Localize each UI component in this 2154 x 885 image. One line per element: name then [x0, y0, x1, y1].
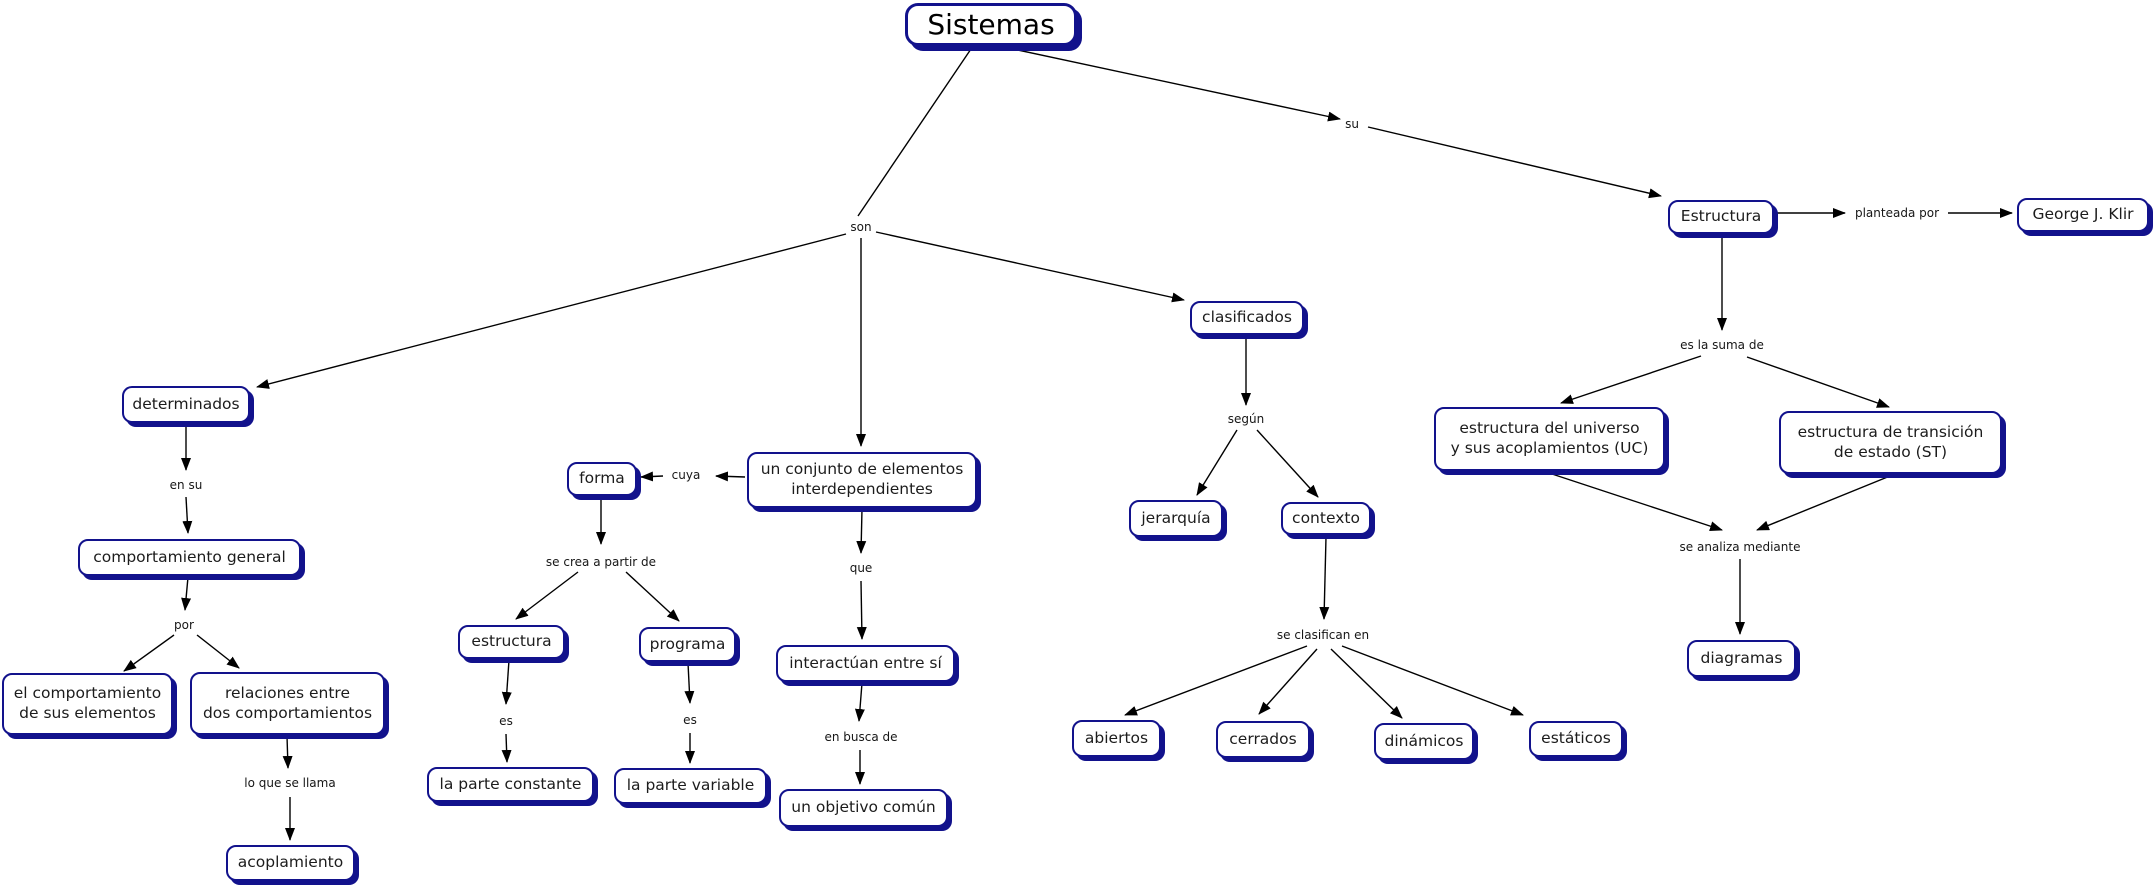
linking-phrase-por[interactable]: por — [171, 618, 197, 632]
node-sistemas[interactable]: Sistemas — [905, 3, 1077, 46]
node-george-klir[interactable]: George J. Klir — [2017, 198, 2149, 232]
linking-phrase-su[interactable]: su — [1342, 117, 1362, 131]
linking-phrase-que[interactable]: que — [846, 561, 876, 575]
concept-node-label: Estructura — [1680, 207, 1762, 226]
concept-node-label: George J. Klir — [2032, 205, 2134, 224]
linking-phrase-en-busca-de[interactable]: en busca de — [821, 730, 901, 744]
node-comportamiento-general[interactable]: comportamiento general — [78, 539, 301, 576]
linking-phrase-cuya[interactable]: cuya — [668, 468, 704, 482]
concept-node-label: acoplamiento — [237, 853, 344, 872]
concept-node-label: abiertos — [1084, 728, 1149, 747]
node-interactuan[interactable]: interactúan entre sí — [776, 645, 955, 682]
node-estructura-parte[interactable]: estructura — [458, 625, 565, 659]
linking-phrase-es-la-suma-de[interactable]: es la suma de — [1677, 338, 1767, 352]
node-estructura-uc[interactable]: estructura del universo y sus acoplamien… — [1434, 407, 1665, 471]
concept-node-label: Sistemas — [927, 7, 1055, 41]
concept-node-label: interactúan entre sí — [789, 653, 942, 672]
concept-node-label: estáticos — [1541, 729, 1611, 748]
concept-node-label: estructura de transición de estado (ST) — [1797, 422, 1984, 461]
concept-node-label: relaciones entre dos comportamientos — [202, 683, 373, 722]
concept-node-label: comportamiento general — [93, 547, 286, 566]
concept-node-label: un conjunto de elementos interdependient… — [760, 460, 964, 498]
node-cerrados[interactable]: cerrados — [1216, 721, 1310, 758]
concept-node-label: la parte constante — [439, 774, 582, 793]
linking-phrase-segun[interactable]: según — [1224, 412, 1268, 426]
linking-phrase-se-crea-a-partir-de[interactable]: se crea a partir de — [542, 555, 660, 569]
node-dinamicos[interactable]: dinámicos — [1374, 723, 1474, 760]
node-estructura-st[interactable]: estructura de transición de estado (ST) — [1779, 411, 2002, 474]
linking-phrase-lo-que-se-llama[interactable]: lo que se llama — [241, 776, 339, 790]
node-programa[interactable]: programa — [639, 627, 736, 662]
linking-phrase-se-analiza-mediante[interactable]: se analiza mediante — [1676, 540, 1804, 554]
linking-phrase-es-1[interactable]: es — [496, 714, 516, 728]
concept-node-label: clasificados — [1202, 308, 1292, 327]
linking-phrase-planteada-por[interactable]: planteada por — [1851, 206, 1943, 220]
node-parte-constante[interactable]: la parte constante — [427, 767, 594, 802]
concept-node-label: programa — [649, 634, 726, 653]
linking-phrase-son[interactable]: son — [847, 220, 875, 234]
concept-node-label: un objetivo común — [791, 798, 936, 817]
node-relaciones[interactable]: relaciones entre dos comportamientos — [190, 672, 385, 735]
edge-group — [123, 45, 2013, 841]
concept-node-label: jerarquía — [1141, 508, 1211, 527]
node-clasificados[interactable]: clasificados — [1190, 301, 1304, 335]
node-conjunto-elementos[interactable]: un conjunto de elementos interdependient… — [747, 452, 977, 508]
concept-node-label: contexto — [1292, 508, 1360, 527]
concept-node-label: diagramas — [1700, 648, 1783, 667]
node-determinados[interactable]: determinados — [122, 386, 250, 423]
node-estructura-main[interactable]: Estructura — [1668, 200, 1774, 234]
node-parte-variable[interactable]: la parte variable — [614, 768, 767, 804]
concept-node-label: cerrados — [1229, 729, 1297, 748]
concept-node-label: estructura — [471, 632, 552, 651]
concept-node-label: el comportamiento de sus elementos — [13, 684, 162, 722]
node-diagramas[interactable]: diagramas — [1687, 640, 1796, 677]
concept-node-label: la parte variable — [626, 776, 755, 795]
node-estaticos[interactable]: estáticos — [1529, 721, 1623, 757]
node-acoplamiento[interactable]: acoplamiento — [226, 845, 355, 881]
node-comportamiento-elementos[interactable]: el comportamiento de sus elementos — [2, 673, 173, 735]
concept-node-label: determinados — [132, 394, 240, 413]
node-jerarquia[interactable]: jerarquía — [1129, 500, 1223, 537]
linking-phrase-en-su[interactable]: en su — [166, 478, 206, 492]
node-abiertos[interactable]: abiertos — [1072, 720, 1161, 757]
concept-node-label: forma — [579, 469, 625, 488]
node-objetivo-comun[interactable]: un objetivo común — [779, 789, 948, 827]
linking-phrase-se-clasifican-en[interactable]: se clasifican en — [1273, 628, 1373, 642]
node-forma[interactable]: forma — [567, 462, 637, 496]
concept-node-label: estructura del universo y sus acoplamien… — [1450, 419, 1649, 457]
concept-node-label: dinámicos — [1384, 731, 1464, 750]
node-contexto[interactable]: contexto — [1281, 502, 1371, 535]
linking-phrase-es-2[interactable]: es — [680, 713, 700, 727]
